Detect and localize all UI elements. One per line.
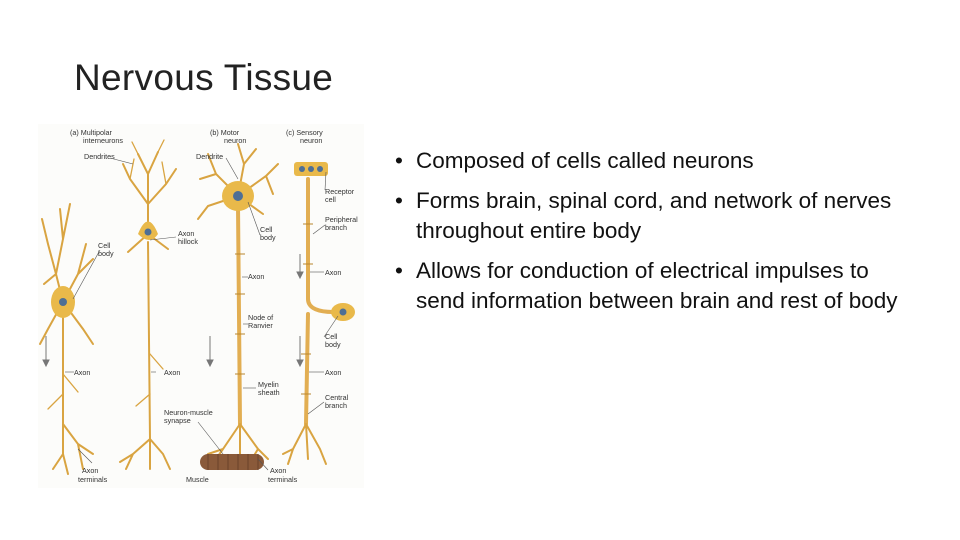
label-axon-terminals-b: Axon [270, 466, 286, 475]
label-axon-c: Axon [325, 268, 341, 277]
label-central-branch: Central [325, 393, 349, 402]
label-central-branch-2: branch [325, 401, 347, 410]
bullet-dot-icon: • [395, 188, 403, 213]
label-cell-body-a: Cell [98, 241, 111, 250]
label-dendrites: Dendrites [84, 152, 115, 161]
label-axon-c-bottom: Axon [325, 368, 341, 377]
muscle-fiber [200, 454, 264, 470]
multipolar-neuron-1 [39, 203, 94, 475]
panel-label-b-sub: neuron [224, 136, 246, 145]
label-myelin-sheath: Myelin [258, 380, 279, 389]
neuron-diagram-svg: (a) Multipolar interneurons (b) Motor ne… [39, 128, 358, 484]
label-axon-terminals-b-2: terminals [268, 475, 298, 484]
bullet-text: Allows for conduction of electrical impu… [416, 258, 898, 313]
label-neuron-muscle-synapse: Neuron-muscle [164, 408, 213, 417]
motor-neuron [197, 143, 279, 460]
panel-label-b: (b) Motor [210, 128, 240, 137]
label-axon-hillock: Axon [178, 229, 194, 238]
label-myelin-sheath-2: sheath [258, 388, 280, 397]
bullet-item: • Forms brain, spinal cord, and network … [395, 186, 915, 246]
label-peripheral-branch: branch [325, 223, 347, 232]
label-muscle: Muscle [186, 475, 209, 484]
bullet-text: Composed of cells called neurons [416, 148, 754, 173]
bullet-dot-icon: • [395, 148, 403, 173]
neuron-diagram: (a) Multipolar interneurons (b) Motor ne… [38, 124, 364, 488]
direction-arrows [42, 254, 304, 368]
label-dendrite: Dendrite [196, 152, 223, 161]
panel-label-a: (a) Multipolar [70, 128, 113, 137]
label-cell-body-b: Cell [260, 225, 273, 234]
bullet-dot-icon: • [395, 258, 403, 283]
bullet-text: Forms brain, spinal cord, and network of… [416, 188, 892, 243]
panel-label-c: (c) Sensory [286, 128, 323, 137]
label-axon-terminals-a-2: terminals [78, 475, 108, 484]
leader-lines [65, 157, 339, 471]
label-neuron-muscle-synapse-2: synapse [164, 416, 191, 425]
bullet-list: • Composed of cells called neurons • For… [395, 146, 915, 326]
label-axon-terminals-a: Axon [82, 466, 98, 475]
label-axon-a1: Axon [74, 368, 90, 377]
bullet-item: • Allows for conduction of electrical im… [395, 256, 915, 316]
panel-label-c-sub: neuron [300, 136, 322, 145]
slide-title: Nervous Tissue [74, 57, 334, 98]
panel-label-a-sub: interneurons [83, 136, 123, 145]
myelin-marks [235, 223, 313, 395]
label-axon-b: Axon [248, 272, 264, 281]
label-axon-hillock-2: hillock [178, 237, 198, 246]
sensory-neuron [282, 177, 335, 465]
label-node-of-ranvier-2: Ranvier [248, 321, 273, 330]
label-cell-body-c-2: body [325, 340, 341, 349]
label-peripheral: Peripheral [325, 215, 358, 224]
label-receptor: Receptor [325, 187, 355, 196]
multipolar-neuron-2 [119, 139, 177, 470]
label-cell-body-c: Cell [325, 332, 338, 341]
label-cell-body-a-2: body [98, 249, 114, 258]
label-axon-a2: Axon [164, 368, 180, 377]
label-node-of-ranvier: Node of [248, 313, 273, 322]
label-receptor-cell: cell [325, 195, 336, 204]
bullet-item: • Composed of cells called neurons [395, 146, 915, 176]
cell-bodies [51, 162, 355, 321]
label-cell-body-b-2: body [260, 233, 276, 242]
